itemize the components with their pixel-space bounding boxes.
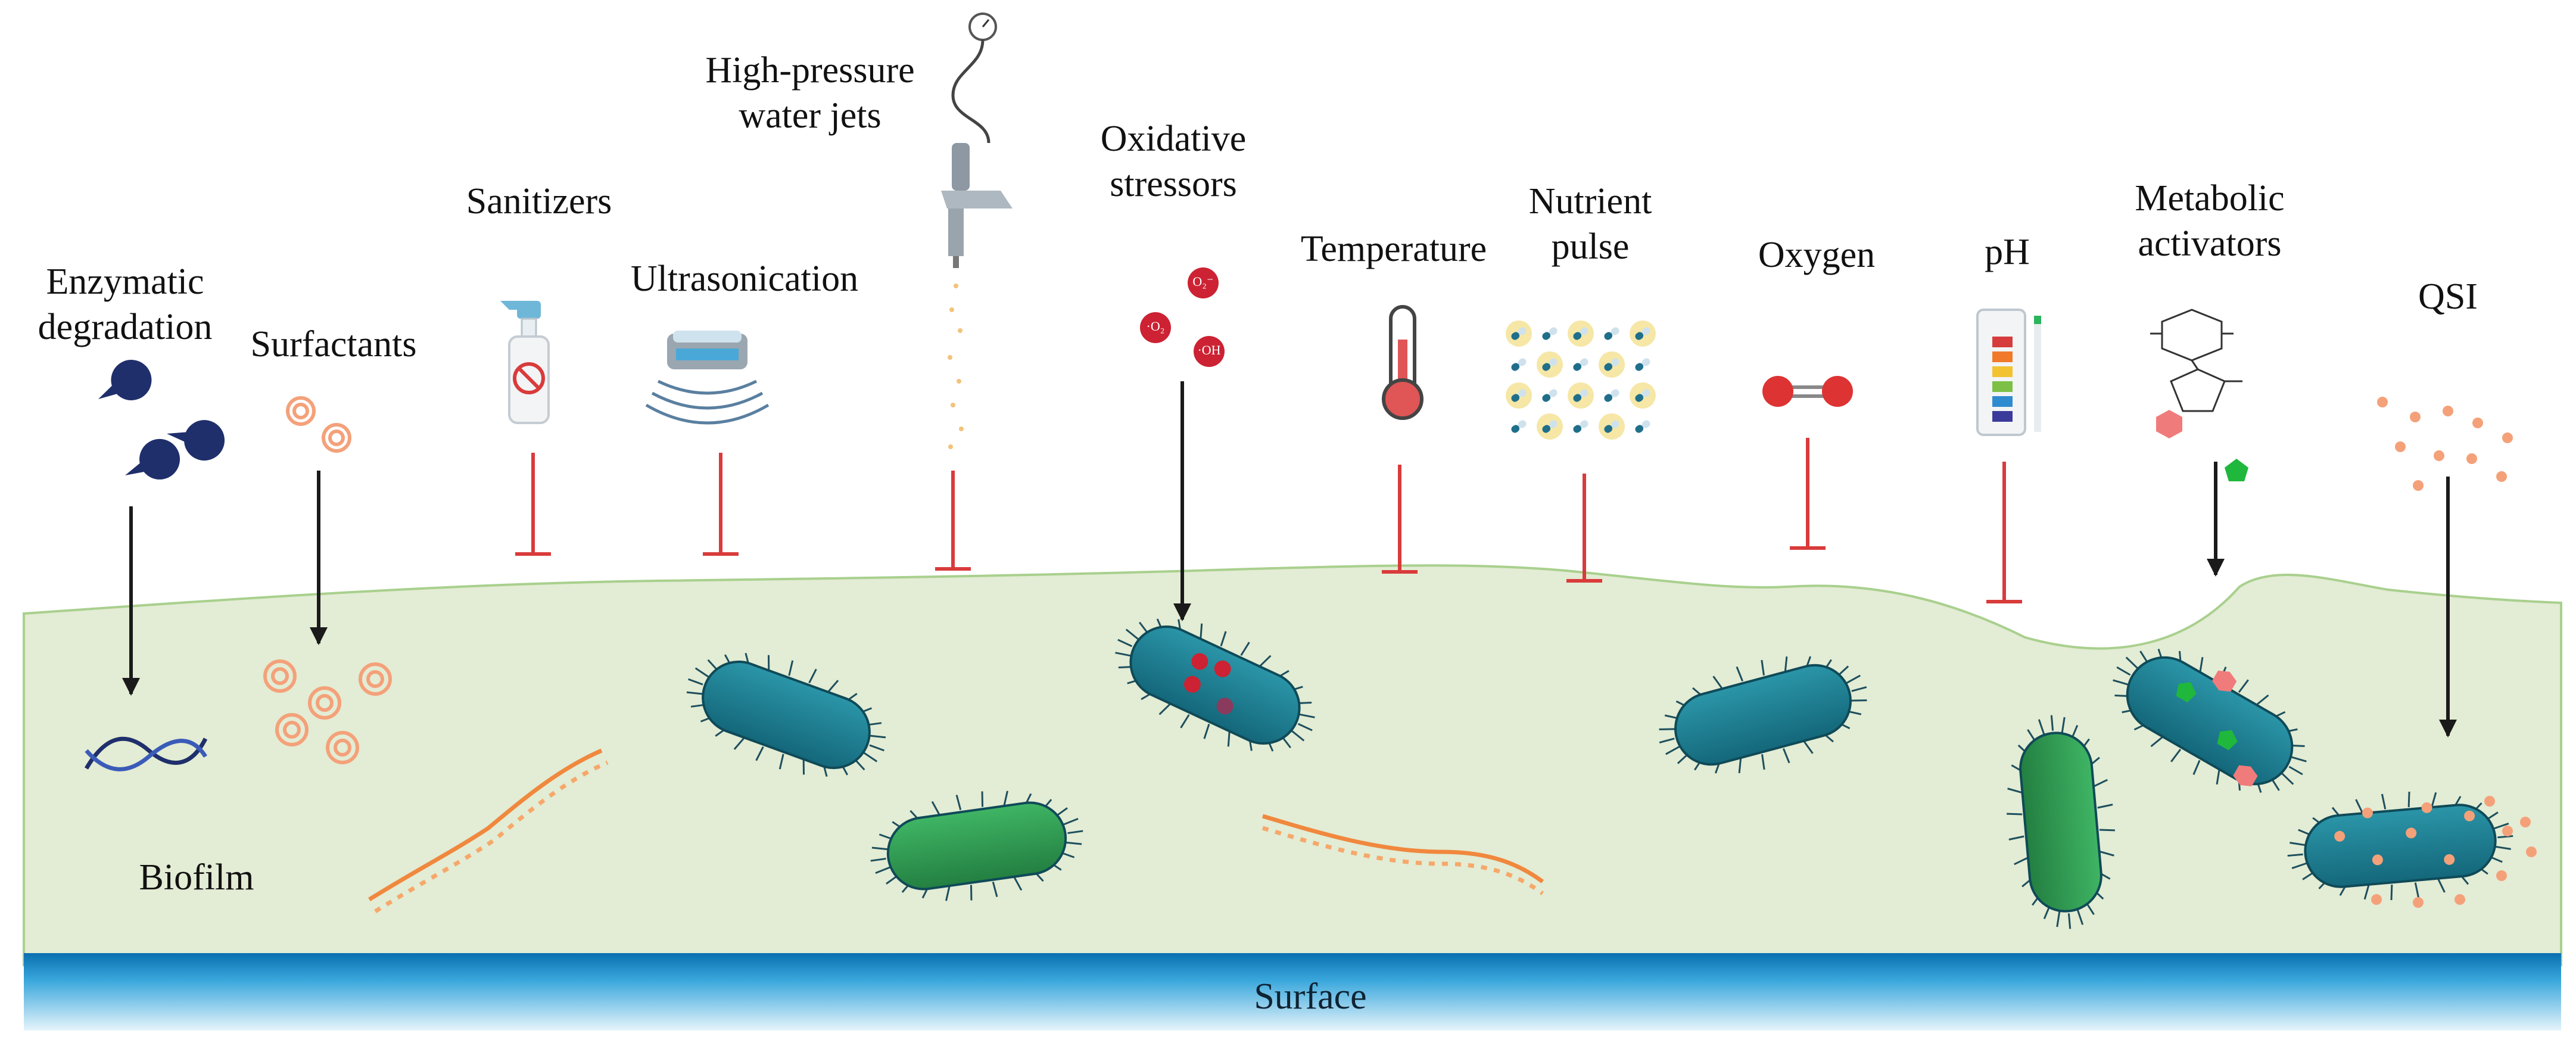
biofilm-layer [23, 564, 2562, 966]
ph-strip-icon [1976, 309, 2041, 436]
nutrient-capsule [1511, 389, 1527, 402]
ros-label-superoxide-radical: ·O₂ [1146, 319, 1165, 334]
bacterium-oxidized [1115, 618, 1315, 752]
ros-molecules-icon [1140, 267, 1225, 367]
label-oxygen: Oxygen [1758, 235, 1876, 275]
nutrient-capsule [1573, 389, 1588, 402]
eps-strand-middle [1261, 814, 1544, 895]
bacterium-activated [2113, 649, 2307, 793]
ros-label-superoxide-anion: O₂⁻ [1192, 274, 1214, 289]
nutrient-capsule [1542, 389, 1558, 402]
nutrient-capsule [1511, 420, 1527, 433]
nutrient-capsule [1542, 358, 1558, 371]
nutrient-capsule [1511, 358, 1527, 371]
inhibit-ultrasonication [703, 453, 739, 556]
inhibit-water-jets [935, 471, 971, 571]
surface-substrate [24, 953, 2561, 1031]
nutrient-capsule [1542, 420, 1558, 433]
nutrient-capsule [1635, 420, 1650, 433]
ros-label-hydroxyl-radical: ·OH [1197, 343, 1221, 357]
nutrient-capsule [1542, 327, 1558, 340]
qs-inhibitor-particle [2484, 796, 2495, 807]
inhibit-temperature [1382, 465, 1418, 574]
nutrient-capsule [1635, 389, 1650, 402]
bacterium-green-vertical [2007, 715, 2115, 929]
qs-inhibitor-dots-icon [2377, 397, 2513, 491]
nutrient-capsule [1635, 327, 1650, 340]
nutrient-capsule [1573, 420, 1588, 433]
label-temperature: Temperature [1300, 229, 1487, 269]
label-surfactants: Surfactants [250, 324, 417, 365]
dna-icon [84, 736, 208, 771]
micelles-in-biofilm [263, 659, 392, 764]
inhibit-ph [1986, 462, 2022, 603]
qs-inhibitor-particle [2502, 826, 2513, 836]
eps-strand-left [368, 748, 609, 913]
inhibit-sanitizers [515, 453, 551, 556]
sugar-structure-icon [2150, 309, 2242, 412]
bacterium-teal-right [1659, 656, 1867, 774]
thermometer-icon [1382, 305, 1424, 420]
oxygen-molecule-icon [1762, 376, 1853, 407]
bacterium-teal [686, 653, 886, 777]
qs-inhibitor-particle [2520, 817, 2531, 827]
nutrient-capsule [1573, 358, 1588, 371]
qs-inhibitor-particle [2454, 894, 2465, 905]
nutrient-capsule [1511, 327, 1527, 340]
capsule-grid-icon [1506, 320, 1656, 440]
qs-inhibitor-particle [2496, 870, 2507, 881]
qs-inhibitor-particle [2413, 897, 2424, 908]
ultrasonic-bath-icon [645, 331, 770, 425]
bacterium-qs-inhibited [2287, 791, 2513, 901]
label-surface: Surface [1254, 976, 1367, 1017]
pacman-enzyme-icon [98, 359, 225, 480]
qs-inhibitor-particle [2526, 846, 2537, 857]
hexagon-activator-icon [2156, 410, 2182, 438]
pentagon-activator-icon [2225, 459, 2248, 481]
inhibit-oxygen [1790, 438, 1826, 550]
nutrient-capsule [1604, 420, 1619, 433]
label-qsi: QSI [2418, 276, 2478, 317]
inhibit-nutrient [1566, 474, 1602, 583]
label-biofilm: Biofilm [139, 857, 254, 898]
spray-bottle-icon [500, 301, 550, 424]
nutrient-capsule [1604, 327, 1619, 340]
qs-inhibitor-particle [2371, 894, 2382, 905]
nutrient-capsule [1604, 358, 1619, 371]
nutrient-capsule [1604, 389, 1619, 402]
label-ph: pH [1985, 232, 2030, 272]
spray-gun-icon [941, 13, 1013, 449]
label-sanitizers: Sanitizers [466, 181, 612, 222]
bacterium-green [870, 790, 1083, 901]
nutrient-capsule [1573, 327, 1588, 340]
micelle-rings-icon [286, 396, 351, 453]
nutrient-capsule [1635, 358, 1650, 371]
label-ultrasonication: Ultrasonication [630, 259, 859, 299]
